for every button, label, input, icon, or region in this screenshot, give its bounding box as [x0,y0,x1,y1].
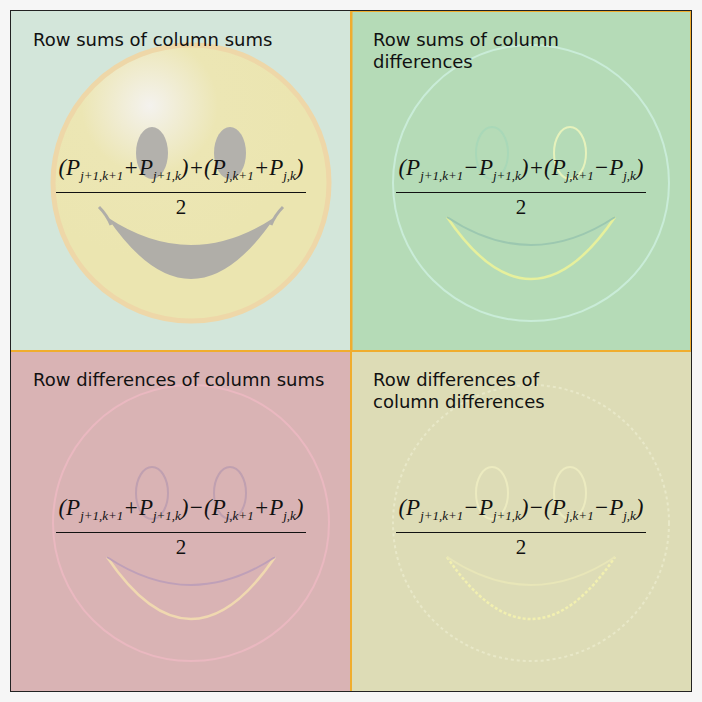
formula-term: )−(P [521,495,566,520]
numerator: (Pj+1,k+1−Pj+1,k)−(Pj,k+1−Pj,k) [396,494,645,533]
subscript: j+1,k+1 [80,168,123,183]
fraction-formula: (Pj+1,k+1+Pj+1,k)−(Pj,k+1+Pj,k)2 [11,494,351,559]
fraction: (Pj+1,k+1+Pj+1,k)−(Pj,k+1+Pj,k)2 [56,494,305,559]
subscript: j+1,k [153,508,181,523]
fraction: (Pj+1,k+1+Pj+1,k)+(Pj,k+1+Pj,k)2 [56,154,305,219]
subscript: j,k+1 [226,168,254,183]
subscript: j+1,k+1 [420,508,463,523]
formula-term: −P [594,495,624,520]
numerator: (Pj+1,k+1+Pj+1,k)−(Pj,k+1+Pj,k) [56,494,305,533]
formula-term: ) [636,495,644,520]
denominator-text: 2 [396,195,645,219]
formula-term: ) [296,155,304,180]
formula-term: )+(P [521,155,566,180]
subscript: j,k [283,508,296,523]
fraction-formula: (Pj+1,k+1+Pj+1,k)+(Pj,k+1+Pj,k)2 [11,154,351,219]
quadrant-panel: Row differences of column sums(Pj+1,k+1+… [11,351,351,691]
smiley-illustration [11,11,691,691]
fraction: (Pj+1,k+1−Pj+1,k)−(Pj,k+1−Pj,k)2 [396,494,645,559]
numerator: (Pj+1,k+1−Pj+1,k)+(Pj,k+1−Pj,k) [396,154,645,193]
subscript: j+1,k [493,168,521,183]
formula-term: (P [398,495,420,520]
denominator: 2 [56,193,305,219]
formula-term: +P [123,495,153,520]
quadrant-panel: Row sums of column differences(Pj+1,k+1−… [351,11,691,351]
subscript: j+1,k+1 [420,168,463,183]
subscript: j,k+1 [566,508,594,523]
denominator-text: 2 [56,535,305,559]
formula-term: )+(P [181,155,226,180]
formula-term: −P [463,495,493,520]
panel-heading: Row differences of column differences [373,369,598,413]
outer-frame: Row sums of column sums(Pj+1,k+1+Pj+1,k)… [10,10,692,692]
formula-term: (P [58,495,80,520]
formula-term: ) [636,155,644,180]
subscript: j,k+1 [226,508,254,523]
fraction-formula: (Pj+1,k+1−Pj+1,k)−(Pj,k+1−Pj,k)2 [351,494,691,559]
subscript: j+1,k+1 [80,508,123,523]
formula-term: +P [254,155,284,180]
quadrant-panel: Row differences of column differences(Pj… [351,351,691,691]
panel-heading: Row differences of column sums [33,369,328,391]
denominator: 2 [56,533,305,559]
formula-term: )−(P [181,495,226,520]
formula-term: +P [254,495,284,520]
subscript: j,k [283,168,296,183]
numerator: (Pj+1,k+1+Pj+1,k)+(Pj,k+1+Pj,k) [56,154,305,193]
quadrant-panel: Row sums of column sums(Pj+1,k+1+Pj+1,k)… [11,11,351,351]
fraction-formula: (Pj+1,k+1−Pj+1,k)+(Pj,k+1−Pj,k)2 [351,154,691,219]
denominator-text: 2 [56,195,305,219]
fraction: (Pj+1,k+1−Pj+1,k)+(Pj,k+1−Pj,k)2 [396,154,645,219]
denominator: 2 [396,533,645,559]
denominator: 2 [396,193,645,219]
subscript: j,k [623,508,636,523]
formula-term: (P [58,155,80,180]
panel-heading: Row sums of column sums [33,29,333,51]
formula-term: −P [594,155,624,180]
subscript: j+1,k [153,168,181,183]
formula-term: +P [123,155,153,180]
subscript: j,k+1 [566,168,594,183]
subscript: j+1,k [493,508,521,523]
panel-heading: Row sums of column differences [373,29,613,73]
formula-term: (P [398,155,420,180]
subscript: j,k [623,168,636,183]
denominator-text: 2 [396,535,645,559]
formula-term: ) [296,495,304,520]
formula-term: −P [463,155,493,180]
